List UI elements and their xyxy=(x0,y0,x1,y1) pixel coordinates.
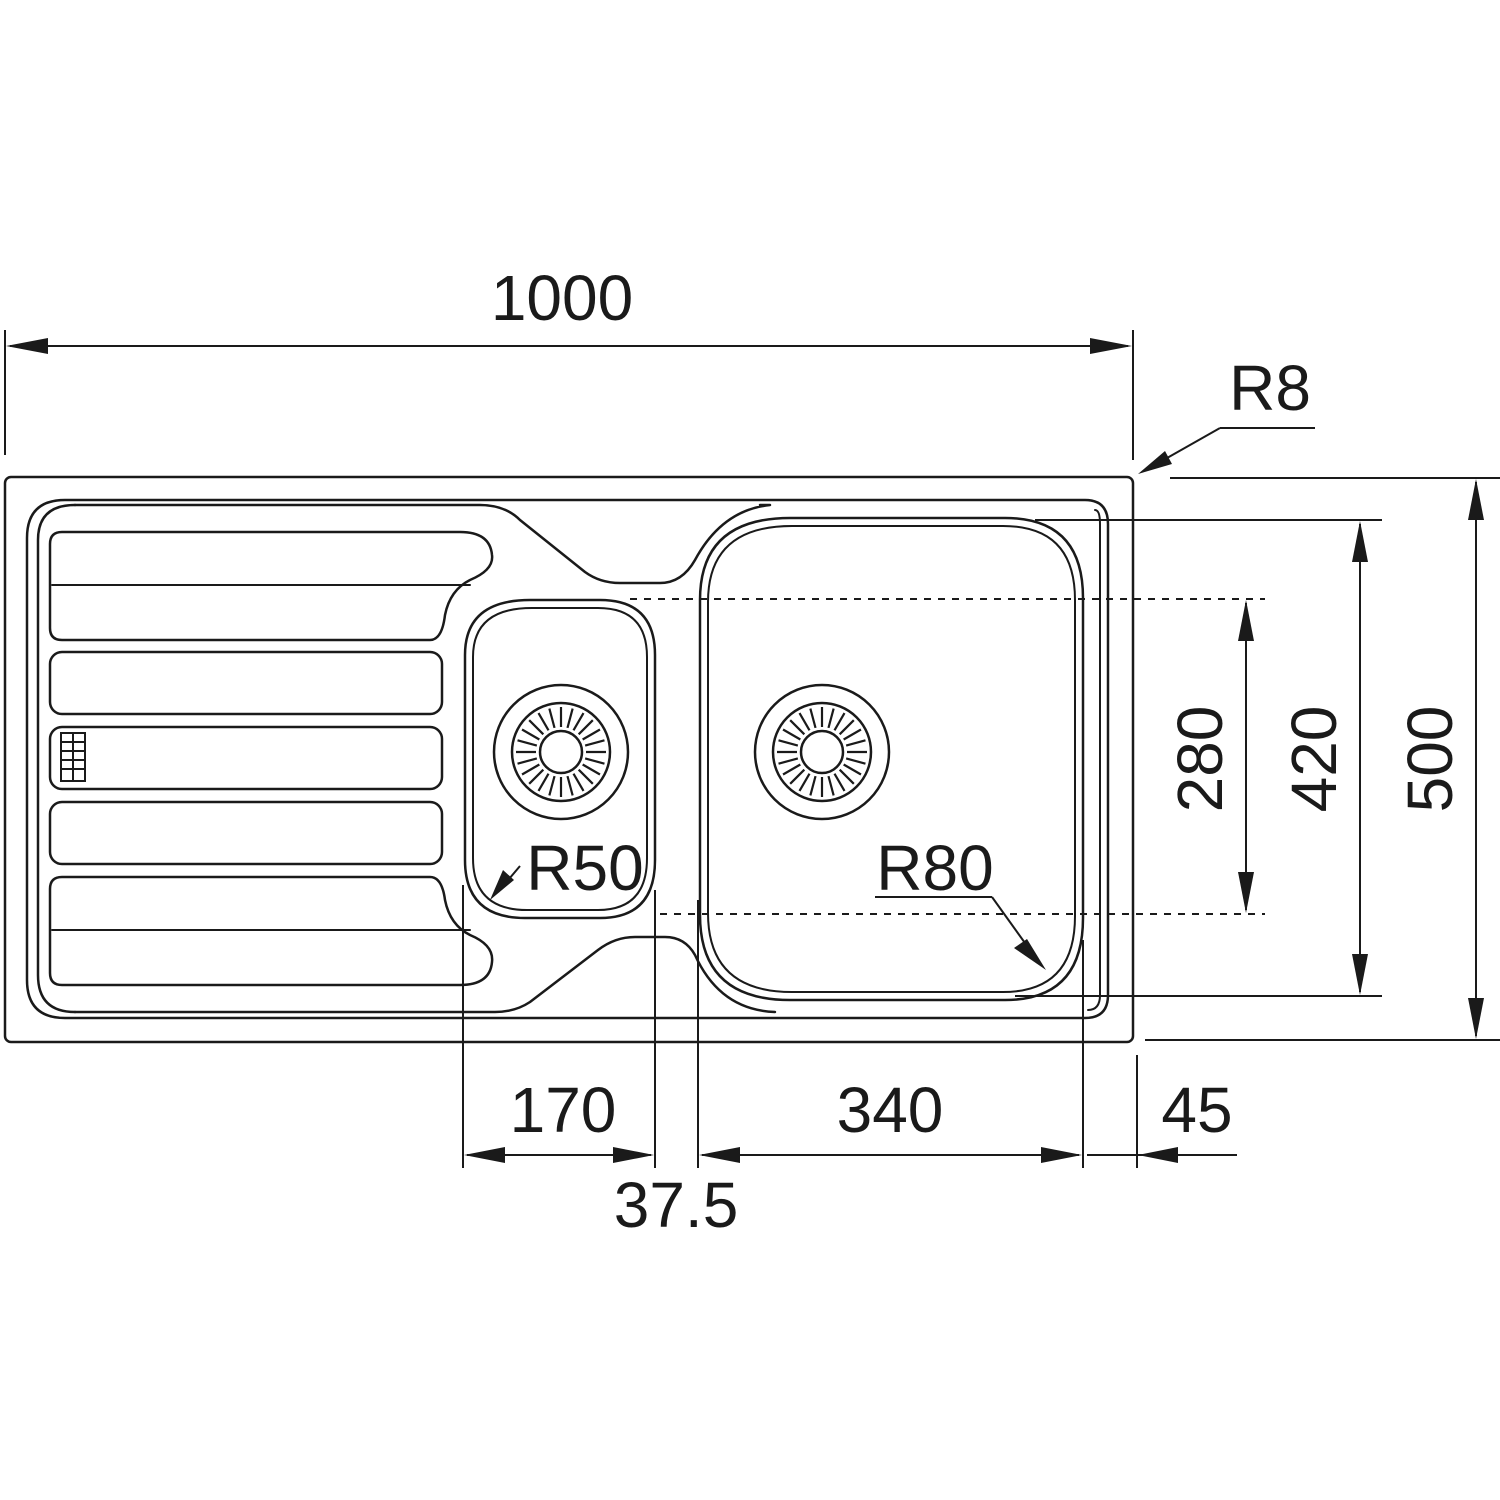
strainer-spoke xyxy=(843,763,862,776)
strainer-spoke xyxy=(537,773,550,792)
sink-inner-flange-2 xyxy=(1087,509,1101,1011)
strainer-spoke xyxy=(838,768,855,785)
dim-small-bowl-width xyxy=(464,1147,654,1163)
main-bowl-inner-outline xyxy=(707,525,1076,993)
strainer-spoke xyxy=(517,757,538,765)
small-bowl-strainer-icon xyxy=(492,683,630,821)
strainer-spoke xyxy=(833,712,846,731)
strainer-spoke xyxy=(845,757,866,765)
dim-bowl-depth xyxy=(1015,519,1382,997)
strainer-spoke xyxy=(798,773,811,792)
strainer-spoke xyxy=(521,728,540,741)
main-bowl-strainer-icon xyxy=(753,683,891,821)
strainer-spoke xyxy=(778,757,799,765)
strainer-spoke xyxy=(798,712,811,731)
strainer-spoke xyxy=(577,719,594,736)
dim-small-bowl-radius-label: R50 xyxy=(526,832,643,904)
strainer-spoke xyxy=(537,712,550,731)
strainer-spoke xyxy=(809,775,817,796)
small-bowl-inner-outline xyxy=(472,607,648,911)
dim-corner-radius-label: R8 xyxy=(1229,352,1311,424)
drainer-outline xyxy=(73,503,772,585)
strainer-spoke xyxy=(778,739,799,747)
overflow-slot-icon xyxy=(60,732,86,782)
dim-main-bowl-radius xyxy=(875,896,1046,970)
strainer-spoke xyxy=(521,763,540,776)
strainer-spoke xyxy=(577,768,594,785)
strainer-spoke xyxy=(582,728,601,741)
strainer-spoke xyxy=(572,712,585,731)
small-bowl-outline xyxy=(463,598,657,920)
drainer-groove xyxy=(48,530,494,642)
drainer-grooves xyxy=(48,530,494,987)
strainer-spoke xyxy=(584,757,605,765)
strainer-spoke xyxy=(584,739,605,747)
dim-main-bowl-width xyxy=(702,1147,1082,1163)
sink-inner-flange xyxy=(25,498,1110,1020)
drainer-groove xyxy=(48,650,444,716)
dim-edge-offset-label: 45 xyxy=(1161,1074,1232,1146)
strainer-spoke xyxy=(548,708,556,729)
strainer-spoke xyxy=(517,739,538,747)
strainer-spoke xyxy=(782,728,801,741)
strainer-spoke xyxy=(528,768,545,785)
dim-small-bowl-width-label: 170 xyxy=(510,1074,617,1146)
dim-overall-depth-label: 500 xyxy=(1394,706,1466,813)
dim-small-bowl-depth-label: 280 xyxy=(1164,706,1236,813)
strainer-spoke xyxy=(827,708,835,729)
dim-bowl-gap-label: 37.5 xyxy=(614,1169,739,1241)
main-bowl-outline xyxy=(698,516,1085,1002)
dim-main-bowl-width-label: 340 xyxy=(837,1074,944,1146)
strainer-spoke xyxy=(833,773,846,792)
strainer-spoke xyxy=(582,763,601,776)
strainer-spoke xyxy=(566,775,574,796)
sink-outer-rim xyxy=(3,475,1135,1044)
dim-edge-offset xyxy=(1087,1147,1237,1163)
dim-corner-radius xyxy=(1138,427,1315,474)
strainer-spoke xyxy=(838,719,855,736)
strainer-spoke xyxy=(548,775,556,796)
sink-body xyxy=(3,475,1135,1044)
dim-overall-depth xyxy=(1145,477,1500,1041)
dim-bowl-depth-label: 420 xyxy=(1278,706,1350,813)
dim-overall-width-label: 1000 xyxy=(491,262,633,334)
strainer-spoke xyxy=(843,728,862,741)
strainer-spoke xyxy=(566,708,574,729)
strainer-spoke xyxy=(809,708,817,729)
drainer-left-edge xyxy=(36,503,77,1014)
strainer-spoke xyxy=(827,775,835,796)
strainer-spoke xyxy=(782,763,801,776)
strainer-spoke xyxy=(572,773,585,792)
strainer-spoke xyxy=(528,719,545,736)
dim-main-bowl-radius-label: R80 xyxy=(876,832,993,904)
strainer-spoke xyxy=(789,768,806,785)
strainer-spoke xyxy=(789,719,806,736)
small-bowl xyxy=(463,598,657,920)
main-bowl xyxy=(698,516,1085,1002)
drainer-groove xyxy=(48,875,494,987)
dim-bottom-extension-lines xyxy=(462,885,1138,1168)
strainer-spoke xyxy=(845,739,866,747)
drainer-lower-outline xyxy=(73,935,777,1014)
dim-small-bowl-depth xyxy=(1238,600,1254,913)
drainer-groove xyxy=(48,800,444,866)
dim-overall-width xyxy=(4,330,1134,460)
dim-small-bowl-radius xyxy=(490,865,521,900)
drainer-groove xyxy=(48,725,444,791)
